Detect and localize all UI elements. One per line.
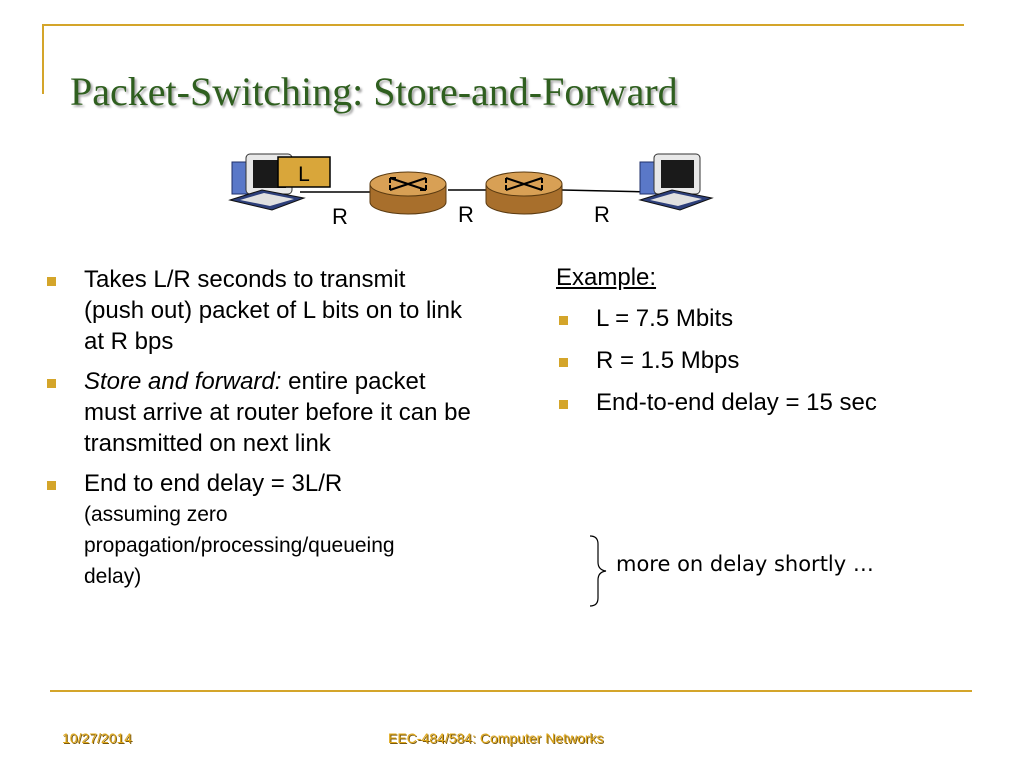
bullet-square-icon [47,277,56,286]
desktop-computer-icon [638,153,714,211]
link-rate-label: R [594,202,610,227]
bullet-square-icon [559,400,568,409]
footer-date: 10/27/2014 [62,730,133,746]
curly-brace-icon [589,535,607,607]
bullet-store-forward: Store and forward: entire packet must ar… [44,366,564,459]
bullet-transmit-time: Takes L/R seconds to transmit (push out)… [44,264,564,357]
link-3 [561,189,651,193]
bullet-emphasis: Store and forward: [84,368,282,395]
link-rate-label: R [332,204,348,229]
bullet-square-icon [559,316,568,325]
main-bullets: Takes L/R seconds to transmit (push out)… [44,264,564,601]
slide-title: Packet-Switching: Store-and-Forward [70,69,678,114]
left-border [42,24,44,94]
svg-text:L: L [298,163,310,186]
footer-course: EEC-484/584: Computer Networks [388,730,604,746]
assumption-note: (assuming zero propagation/processing/qu… [84,503,395,588]
link-rate-label: R [458,202,474,227]
router-icon [485,171,563,215]
top-border [42,24,964,26]
bullet-square-icon [559,358,568,367]
router-icon [369,171,447,215]
example-item: L = 7.5 Mbits [556,302,996,336]
delay-aside: more on delay shortly … [616,552,874,576]
packet-box: L [277,156,331,188]
bullet-square-icon [47,379,56,388]
example-item: R = 1.5 Mbps [556,344,996,378]
bullet-end-to-end: End to end delay = 3L/R (assuming zero p… [44,468,564,592]
footer-divider [50,690,972,692]
example-bullets: L = 7.5 Mbits R = 1.5 Mbps End-to-end de… [556,302,996,428]
bullet-square-icon [47,481,56,490]
example-heading: Example: [556,264,657,291]
example-item: End-to-end delay = 15 sec [556,386,996,420]
network-diagram: L R R R [228,153,714,229]
